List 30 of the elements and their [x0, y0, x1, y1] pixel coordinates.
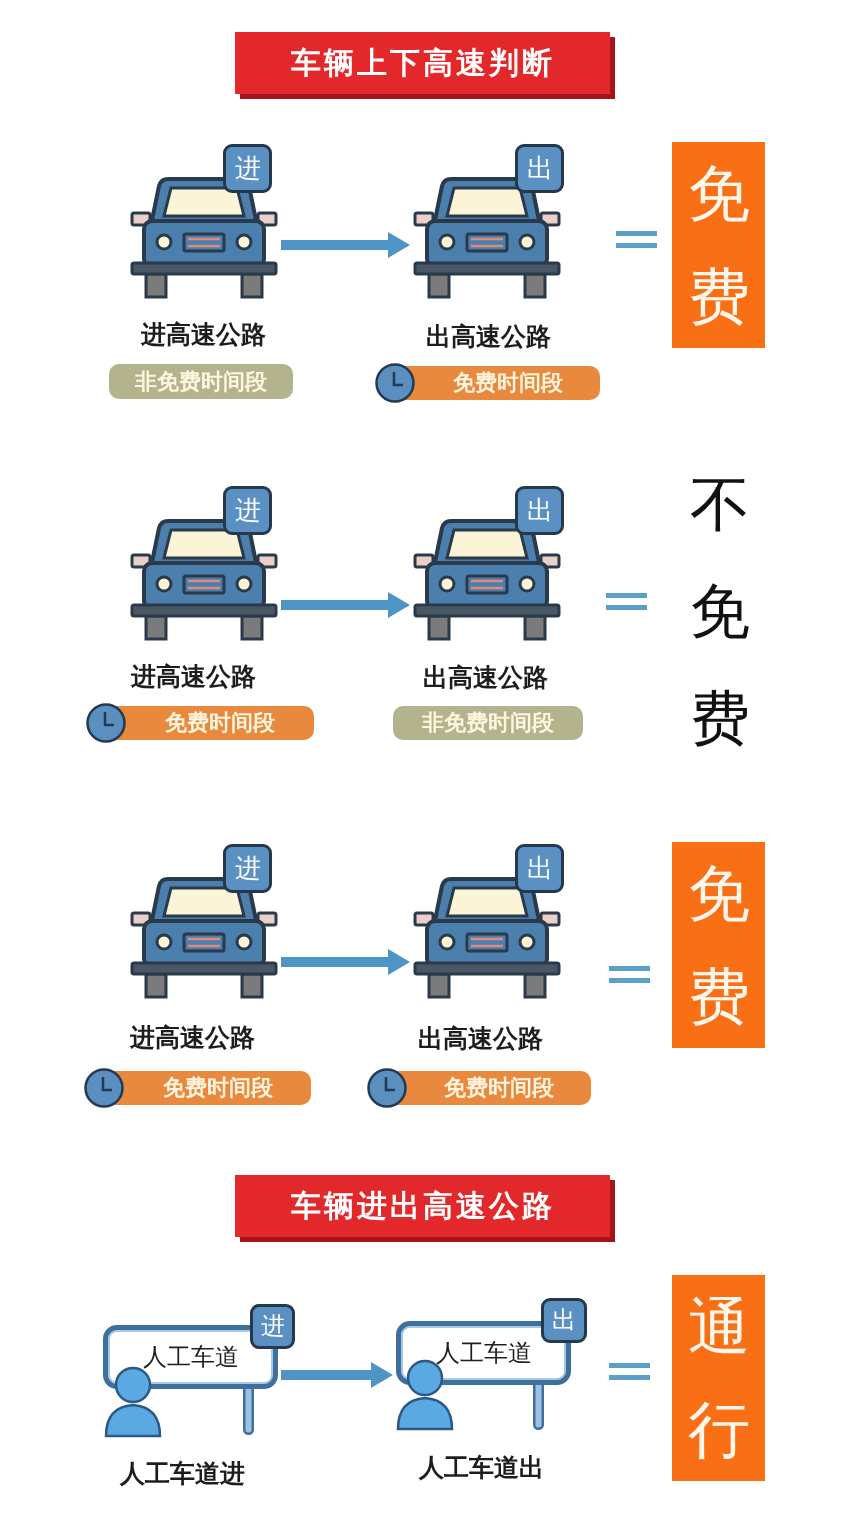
badge: 进 — [223, 144, 272, 193]
arrow — [281, 1362, 393, 1388]
badge: 进 — [223, 486, 272, 535]
badge: 进 — [223, 844, 272, 893]
arrow — [281, 232, 410, 258]
time-pill: 非免费时间段 — [393, 706, 583, 740]
node-label: 进高速公路 — [129, 1021, 255, 1054]
node-label: 出高速公路 — [417, 1022, 543, 1055]
result-text: 不免费 — [689, 468, 751, 755]
node-label: 进高速公路 — [140, 318, 266, 351]
arrow — [281, 949, 410, 975]
badge: 出 — [541, 1298, 587, 1343]
badge: 进 — [250, 1304, 295, 1349]
time-pill: 非免费时间段 — [109, 364, 293, 399]
result-box: 免费 — [672, 842, 765, 1048]
badge: 出 — [515, 844, 564, 893]
result-box: 通行 — [672, 1275, 765, 1481]
node-label: 进高速公路 — [130, 660, 256, 693]
node-label: 出高速公路 — [425, 320, 551, 353]
badge: 出 — [515, 144, 564, 193]
time-pill: 免费时间段 — [124, 1071, 311, 1105]
badge: 出 — [515, 486, 564, 535]
node-label: 人工车道出 — [418, 1451, 544, 1484]
node-label: 人工车道进 — [119, 1457, 245, 1490]
result-box: 免费 — [672, 142, 765, 348]
time-pill: 免费时间段 — [126, 706, 314, 740]
time-pill: 免费时间段 — [415, 366, 600, 400]
node-label: 出高速公路 — [422, 661, 548, 694]
time-pill: 免费时间段 — [407, 1071, 591, 1105]
arrow — [281, 592, 410, 618]
